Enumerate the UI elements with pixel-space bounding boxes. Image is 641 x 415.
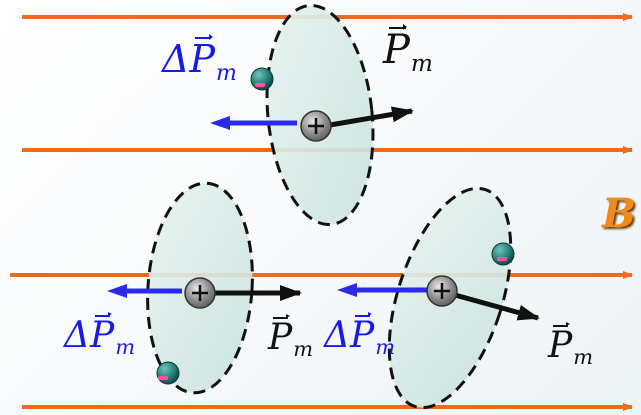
subscript: m: [216, 60, 237, 86]
moment-arrow: [329, 106, 414, 128]
field-b-label: B: [602, 190, 636, 237]
delta-symbol: Δ: [162, 37, 190, 81]
vector-symbol: P: [268, 314, 293, 358]
atom-top: [210, 3, 414, 227]
delta-symbol: Δ: [64, 315, 90, 356]
subscript: m: [115, 335, 136, 360]
vector-symbol: P: [548, 322, 573, 366]
vector-symbol: P: [383, 23, 410, 73]
subscript: m: [410, 50, 433, 78]
atom-bottom-right: [337, 186, 540, 410]
electron-mark: [255, 83, 265, 87]
delta-pm-label-bottom-right: ΔPm: [324, 312, 396, 360]
subscript: m: [573, 345, 594, 370]
delta-pm-label-bottom-left: ΔPm: [64, 312, 136, 360]
atom-bottom-left: [107, 181, 302, 395]
electron-mark: [497, 257, 507, 261]
delta-pm-label-top: ΔPm: [162, 33, 237, 86]
delta-symbol: Δ: [324, 315, 350, 356]
electron-mark: [158, 376, 168, 380]
pm-label-bottom-left: Pm: [268, 314, 314, 362]
vector-symbol: P: [90, 312, 115, 356]
vector-symbol: P: [350, 312, 375, 356]
subscript: m: [375, 335, 396, 360]
pm-label-bottom-right: Pm: [548, 322, 594, 370]
electron: [156, 361, 180, 385]
vector-symbol: P: [189, 33, 216, 81]
pm-label-top: Pm: [383, 23, 433, 78]
electron: [491, 242, 515, 266]
moment-arrow: [454, 292, 540, 321]
subscript: m: [293, 337, 314, 362]
